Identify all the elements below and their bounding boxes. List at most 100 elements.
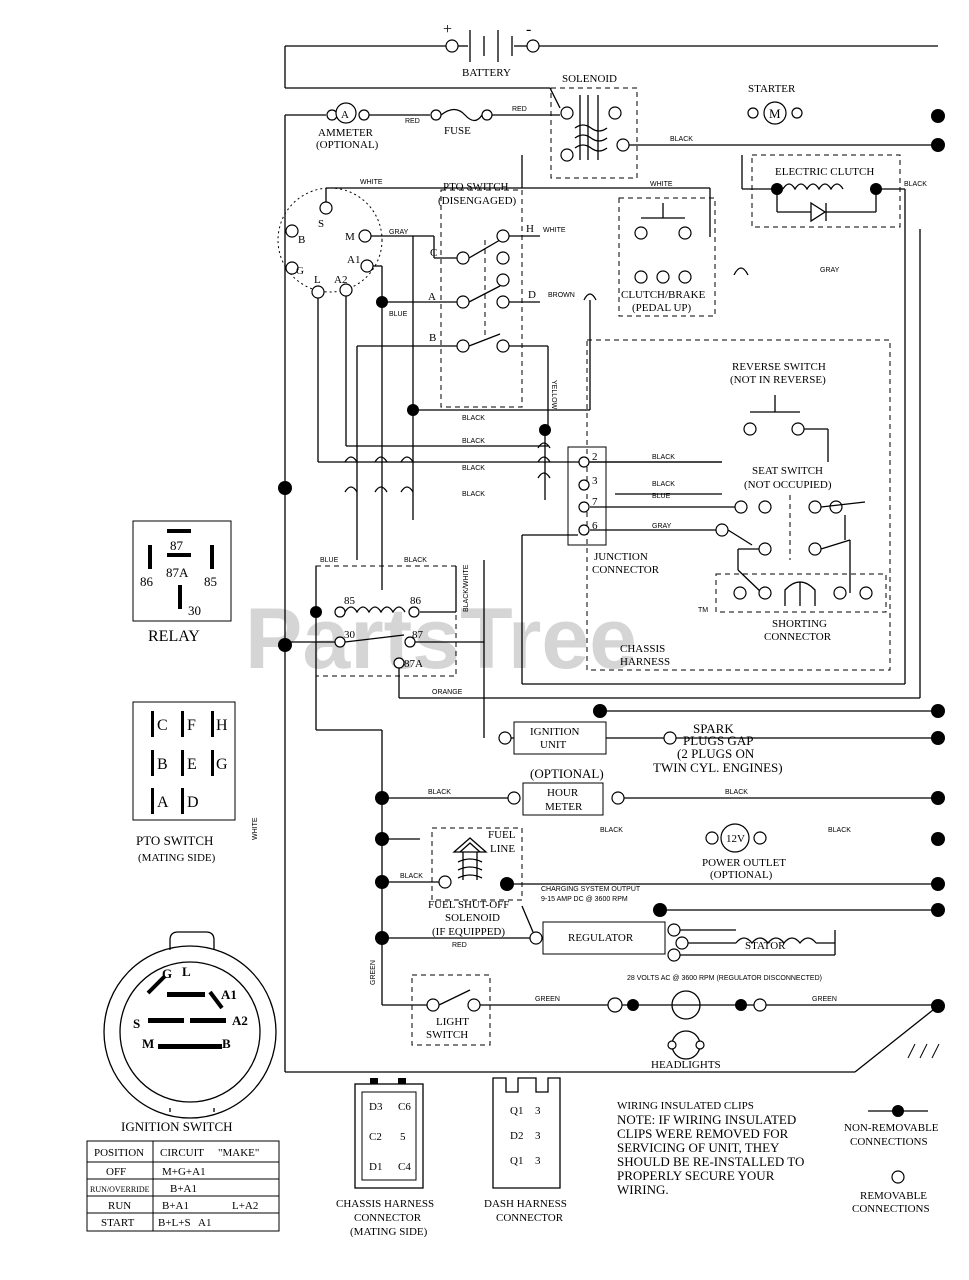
- shorting-connector: SHORTING CONNECTOR: [715, 573, 887, 643]
- clutch-brake-switch: CLUTCH/BRAKE (PEDAL UP): [618, 197, 716, 317]
- stator-note: 28 VOLTS AC @ 3600 RPM (REGULATOR DISCON…: [627, 975, 822, 982]
- dash-connector-1: DASH HARNESS: [484, 1198, 567, 1210]
- note-line-7: WIRING.: [617, 1182, 669, 1197]
- dash-pin-5: Q1: [510, 1155, 523, 1167]
- starter-symbol: M: [769, 106, 781, 121]
- ignition-unit: IGNITION UNIT: [498, 721, 607, 755]
- clutch-brake-label: CLUTCH/BRAKE: [621, 289, 706, 301]
- wire-green-3: GREEN: [812, 996, 837, 1003]
- wire-black-11: BLACK: [600, 827, 623, 834]
- pto-switch-circuit: PTO SWITCH (DISENGAGED) C H A D B: [428, 181, 536, 408]
- relay-detail-30: 30: [188, 603, 201, 618]
- reverse-switch-label: REVERSE SWITCH: [732, 361, 826, 373]
- wiring-note: WIRING INSULATED CLIPS NOTE: IF WIRING I…: [617, 1100, 804, 1197]
- wire-gray-3: GRAY: [652, 523, 672, 530]
- wire-black-6: BLACK: [652, 481, 675, 488]
- power-outlet-2: (OPTIONAL): [710, 869, 773, 881]
- fuel-line-2: LINE: [490, 843, 515, 855]
- chassis-pin-d3: D3: [369, 1101, 383, 1113]
- table-header-position: POSITION: [94, 1147, 144, 1159]
- wire-black-8: BLACK: [404, 557, 427, 564]
- pto-mating-a: A: [157, 794, 169, 811]
- junction-pin-2: 2: [592, 451, 598, 463]
- table-header-circuit: CIRCUIT: [160, 1147, 204, 1159]
- reverse-switch: REVERSE SWITCH (NOT IN REVERSE): [730, 361, 829, 462]
- charging-2: 9-15 AMP DC @ 3600 RPM: [541, 896, 628, 903]
- power-outlet-symbol: 12V: [726, 833, 745, 845]
- wire-red-1: RED: [405, 118, 420, 125]
- ammeter: A AMMETER (OPTIONAL): [285, 102, 379, 151]
- chassis-harness-connector: D3 C6 C2 5 D1 C4 CHASSIS HARNESS CONNECT…: [336, 1078, 434, 1238]
- chassis-pin-c2: C2: [369, 1131, 382, 1143]
- pto-mating-g: G: [216, 756, 228, 773]
- pto-mating-title-1: PTO SWITCH: [136, 833, 213, 848]
- wire-black-2: BLACK: [462, 438, 485, 445]
- solenoid-label: SOLENOID: [562, 73, 617, 85]
- chassis-pin-c4: C4: [398, 1161, 411, 1173]
- relay-detail: 87 87A 86 85 30 RELAY: [132, 520, 232, 645]
- starter-motor: STARTER M: [747, 83, 803, 125]
- wire-black-solenoid: BLACK: [670, 136, 693, 143]
- ign-detail-s: S: [133, 1016, 140, 1031]
- hour-meter-1: HOUR: [547, 787, 579, 799]
- relay-detail-85: 85: [204, 574, 217, 589]
- legend-removable-2: CONNECTIONS: [852, 1203, 930, 1215]
- wire-green-1: GREEN: [370, 960, 377, 985]
- headlights-label: HEADLIGHTS: [651, 1059, 721, 1071]
- pto-pin-a: A: [428, 291, 436, 303]
- ign-detail-a1: A1: [221, 987, 237, 1002]
- power-outlet: 12V POWER OUTLET (OPTIONAL): [702, 823, 786, 881]
- pto-mating-detail: C F H B E G A D PTO SWITCH (MATING SIDE): [132, 701, 236, 864]
- table-r3-pos: START: [101, 1217, 135, 1229]
- table-r2-pos: RUN: [108, 1200, 131, 1212]
- table-r3-make: A1: [198, 1217, 211, 1229]
- wire-white-1: WHITE: [360, 179, 383, 186]
- relay-detail-87: 87: [170, 538, 184, 553]
- ignition-switch-detail: G L A1 S A2 M B IGNITION SWITCH: [103, 931, 277, 1134]
- wire-black-3: BLACK: [462, 465, 485, 472]
- battery-plus: +: [443, 21, 452, 38]
- chassis-pin-5: 5: [400, 1131, 406, 1143]
- wire-yellow: YELLOW: [550, 380, 557, 410]
- ign-detail-g: G: [162, 966, 172, 981]
- pto-pin-b: B: [429, 332, 436, 344]
- spark-plugs-4: TWIN CYL. ENGINES): [653, 760, 783, 775]
- pto-mating-c: C: [157, 717, 168, 734]
- dash-harness-connector: Q1 3 D2 3 Q1 3 DASH HARNESS CONNECTOR: [484, 1077, 567, 1224]
- table-r0-circuit: M+G+A1: [162, 1166, 206, 1178]
- fuel-shutoff-solenoid: FUEL LINE: [431, 827, 523, 901]
- wire-blue-2: BLUE: [320, 557, 339, 564]
- chassis-connector-2: CONNECTOR: [354, 1212, 422, 1224]
- wire-black-10: BLACK: [725, 789, 748, 796]
- regulator: REGULATOR: [529, 921, 689, 962]
- fuse-label: FUSE: [444, 125, 471, 137]
- electric-clutch: ELECTRIC CLUTCH: [751, 154, 901, 228]
- note-line-2: NOTE: IF WIRING INSULATED: [617, 1112, 796, 1127]
- power-outlet-1: POWER OUTLET: [702, 857, 786, 869]
- table-header-make: "MAKE": [218, 1147, 259, 1159]
- junction-label-1: JUNCTION: [594, 551, 648, 563]
- ignition-switch-title: IGNITION SWITCH: [121, 1119, 233, 1134]
- ign-pin-m: M: [345, 231, 355, 243]
- table-r1-pos: RUN/OVERRIDE: [90, 1185, 150, 1194]
- ign-pin-l: L: [314, 274, 321, 286]
- ignition-unit-2: UNIT: [540, 739, 567, 751]
- pto-mating-h: H: [216, 717, 228, 734]
- solenoid: SOLENOID: [550, 73, 638, 179]
- wire-black-13: BLACK: [400, 873, 423, 880]
- table-r2-circuit: B+A1: [162, 1200, 189, 1212]
- electric-clutch-label: ELECTRIC CLUTCH: [775, 166, 874, 178]
- wire-white-2: WHITE: [650, 181, 673, 188]
- watermark: PartsTree: [245, 591, 637, 687]
- ign-detail-l: L: [182, 964, 191, 979]
- relay-detail-86: 86: [140, 574, 154, 589]
- ammeter-note: (OPTIONAL): [316, 139, 379, 151]
- light-switch: LIGHT SWITCH: [411, 974, 491, 1046]
- seat-switch: SEAT SWITCH (NOT OCCUPIED): [715, 465, 866, 594]
- spark-plugs-3: (2 PLUGS ON: [677, 746, 755, 761]
- note-line-4: SERVICING OF UNIT, THEY: [617, 1140, 780, 1155]
- pto-mating-f: F: [187, 717, 196, 734]
- wire-black-7: BLUE: [652, 493, 671, 500]
- junction-label-2: CONNECTOR: [592, 564, 660, 576]
- regulator-label: REGULATOR: [568, 932, 634, 944]
